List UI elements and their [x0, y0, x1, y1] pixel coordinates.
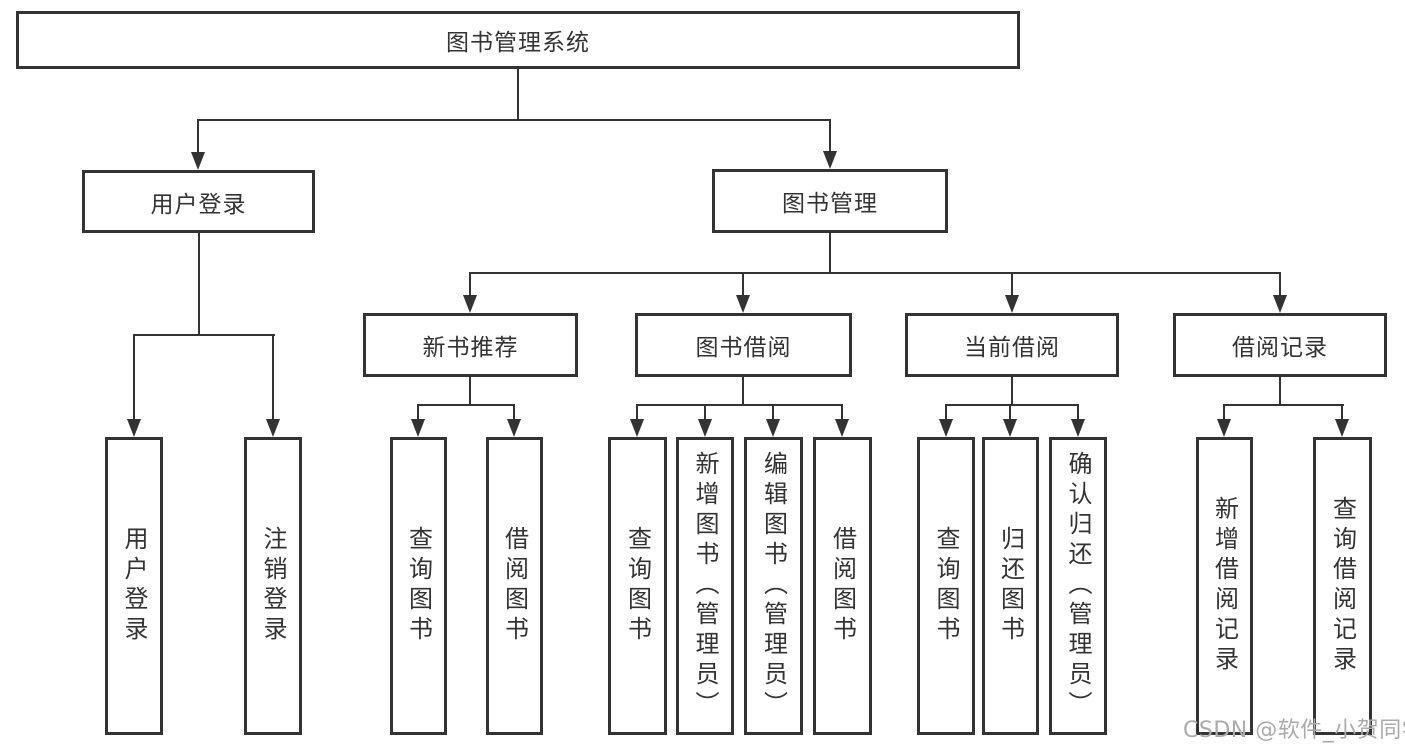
node-edit-books-admin: 编辑图书（管理员）	[744, 437, 803, 735]
connector-line	[841, 405, 843, 421]
connector-line	[469, 377, 471, 405]
node-book-borrowing: 图书借阅	[635, 313, 852, 377]
connector-line	[1223, 404, 1344, 406]
connector-line	[272, 335, 274, 421]
connector-line	[197, 120, 199, 154]
arrowhead-down-icon	[1273, 295, 1287, 313]
connector-line	[1279, 273, 1281, 297]
arrowhead-down-icon	[1005, 295, 1019, 313]
connector-line	[197, 119, 831, 121]
connector-line	[417, 405, 419, 421]
connector-line	[417, 404, 515, 406]
connector-line	[1341, 405, 1343, 421]
arrowhead-down-icon	[698, 419, 712, 437]
connector-line	[742, 377, 744, 405]
connector-line	[945, 405, 947, 421]
node-user-login-leaf: 用户登录	[105, 437, 163, 735]
node-borrow-books-borrowing: 借阅图书	[813, 437, 872, 735]
node-add-borrow-record: 新增借阅记录	[1196, 437, 1253, 735]
connector-line	[133, 335, 135, 421]
node-query-books-recommend: 查询图书	[390, 437, 447, 735]
arrowhead-down-icon	[463, 295, 477, 313]
connector-line	[133, 334, 275, 336]
connector-line	[198, 233, 200, 335]
node-confirm-return-admin: 确认归还（管理员）	[1049, 437, 1107, 735]
connector-line	[1011, 377, 1013, 405]
node-query-borrow-record: 查询借阅记录	[1313, 437, 1372, 735]
csdn-watermark: CSDN @软件_小贺同学	[1183, 718, 1405, 743]
node-user-login: 用户登录	[82, 170, 315, 233]
arrowhead-down-icon	[191, 152, 205, 170]
connector-line	[829, 233, 831, 273]
node-add-books-admin: 新增图书（管理员）	[676, 437, 734, 735]
node-current-borrowing: 当前借阅	[905, 313, 1119, 377]
arrowhead-down-icon	[266, 419, 280, 437]
arrowhead-down-icon	[1003, 419, 1017, 437]
connector-line	[513, 405, 515, 421]
arrowhead-down-icon	[411, 419, 425, 437]
arrowhead-down-icon	[736, 295, 750, 313]
node-borrow-books-recommend: 借阅图书	[486, 437, 543, 735]
connector-line	[1011, 273, 1013, 297]
connector-line	[772, 405, 774, 421]
arrowhead-down-icon	[1335, 419, 1349, 437]
node-query-books-current: 查询图书	[917, 437, 975, 735]
arrowhead-down-icon	[823, 151, 837, 169]
connector-line	[704, 405, 706, 421]
node-borrowing-records: 借阅记录	[1173, 313, 1387, 377]
arrowhead-down-icon	[1071, 419, 1085, 437]
node-return-books: 归还图书	[982, 437, 1039, 735]
connector-line	[1279, 377, 1281, 405]
arrowhead-down-icon	[939, 419, 953, 437]
connector-line	[636, 404, 843, 406]
arrowhead-down-icon	[835, 419, 849, 437]
node-book-management-system: 图书管理系统	[16, 11, 1020, 69]
connector-line	[742, 273, 744, 297]
connector-line	[1009, 405, 1011, 421]
arrowhead-down-icon	[766, 419, 780, 437]
connector-line	[636, 405, 638, 421]
node-query-books-borrowing: 查询图书	[608, 437, 667, 735]
node-book-management: 图书管理	[712, 169, 948, 233]
arrowhead-down-icon	[507, 419, 521, 437]
arrowhead-down-icon	[1217, 419, 1231, 437]
connector-line	[469, 273, 471, 297]
connector-line	[1077, 405, 1079, 421]
connector-line	[945, 404, 1079, 406]
connector-line	[829, 120, 831, 154]
connector-line	[517, 69, 519, 120]
arrowhead-down-icon	[127, 419, 141, 437]
connector-line	[469, 272, 1281, 274]
connector-line	[1223, 405, 1225, 421]
arrowhead-down-icon	[630, 419, 644, 437]
node-logout: 注销登录	[244, 437, 302, 735]
node-new-book-recommendation: 新书推荐	[363, 313, 578, 377]
